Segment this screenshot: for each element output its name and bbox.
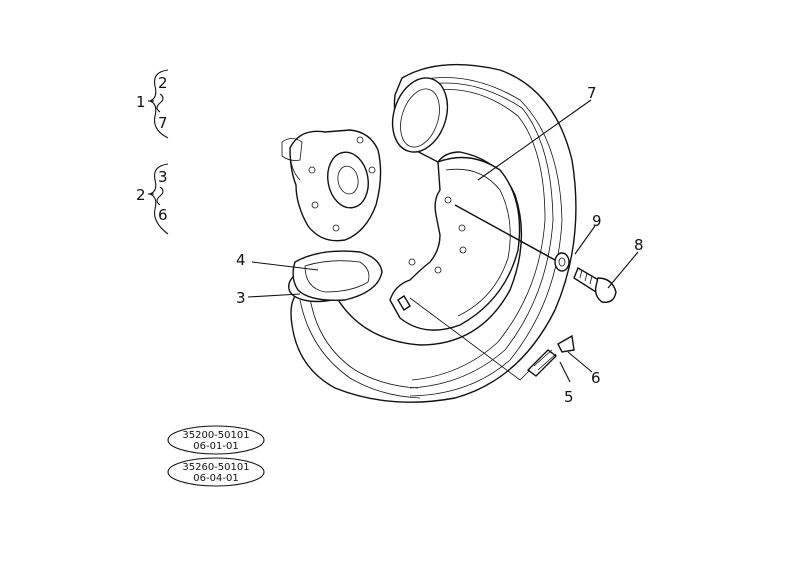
wheel-disc bbox=[389, 156, 521, 331]
valve bbox=[397, 295, 558, 377]
group-1-item-2: 7 bbox=[158, 114, 168, 132]
group-2-item-1: 3 bbox=[158, 168, 168, 186]
callout-8: 8 bbox=[634, 236, 644, 254]
bolt-hole bbox=[458, 224, 466, 232]
group-2-number: 2 bbox=[136, 186, 146, 204]
tube bbox=[292, 250, 383, 301]
group-2-bracket: 2 3 6 bbox=[136, 163, 169, 235]
valve-cap bbox=[557, 334, 575, 353]
part-code-1: 35200-50101 bbox=[182, 430, 249, 441]
callout-7: 7 bbox=[587, 84, 597, 102]
part-code-2: 35260-50101 bbox=[182, 462, 249, 473]
part-code-2-sub: 06-04-01 bbox=[193, 473, 238, 484]
washer bbox=[554, 252, 570, 272]
callout-4: 4 bbox=[236, 251, 246, 269]
callout-5: 5 bbox=[564, 388, 574, 406]
part-code-1-sub: 06-01-01 bbox=[193, 441, 238, 452]
bracket-continuation-2 bbox=[156, 186, 164, 206]
group-1-number: 1 bbox=[136, 93, 146, 111]
callout-3: 3 bbox=[236, 289, 246, 307]
callout-9: 9 bbox=[592, 212, 602, 230]
callout-6: 6 bbox=[591, 369, 601, 387]
hub bbox=[281, 129, 382, 242]
callouts: 7 9 8 4 3 5 6 bbox=[236, 84, 644, 406]
group-1-item-1: 2 bbox=[158, 74, 168, 92]
bracket-continuation-1 bbox=[156, 93, 164, 113]
bolt-hole bbox=[434, 266, 442, 274]
bolt-hole bbox=[408, 258, 416, 266]
leader-lines bbox=[247, 99, 639, 383]
bolt-hole bbox=[459, 246, 467, 254]
bolt-hole bbox=[444, 196, 452, 204]
group-1-bracket: 1 2 7 bbox=[136, 69, 169, 139]
group-2-item-2: 6 bbox=[158, 206, 168, 224]
part-code-oval-2: 35260-50101 06-04-01 bbox=[167, 457, 265, 487]
part-code-oval-1: 35200-50101 06-01-01 bbox=[167, 425, 265, 455]
